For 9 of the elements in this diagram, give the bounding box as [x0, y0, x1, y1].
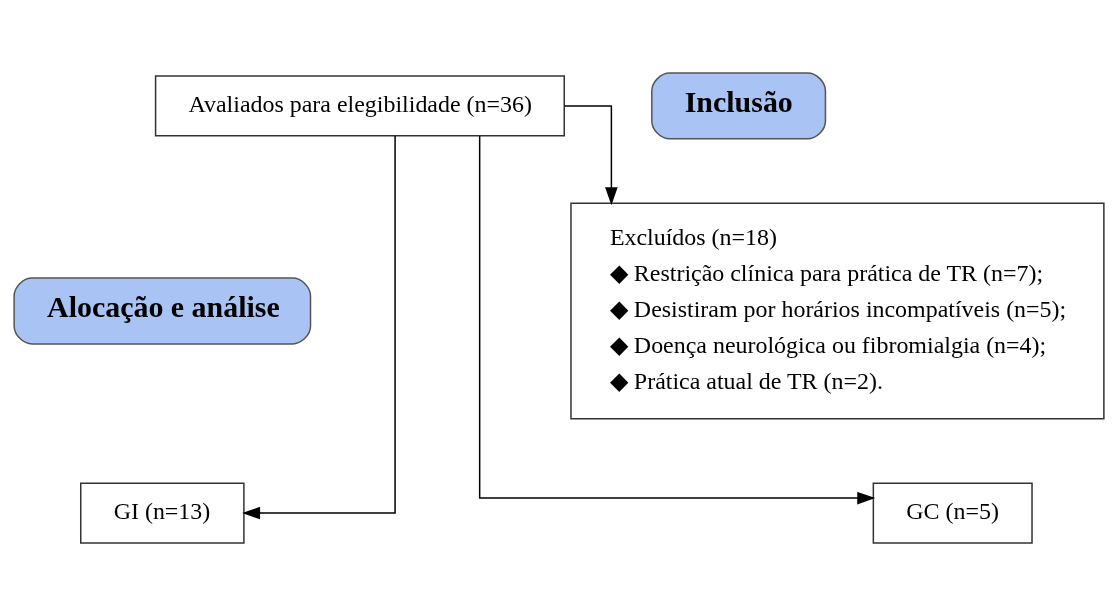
node-box: Excluídos (n=18) ◆ Restrição clínica para prática de TR (n=7); ◆ Desistiram por horários incompatíveis (n=5); ◆ Doença neurológica ou fibromialgia (n=4); ◆ Prática atual de TR (n=2). [570, 202, 1105, 420]
arrow [242, 135, 396, 520]
node-box: GC (n=5) [872, 482, 1033, 544]
arrow [563, 105, 618, 206]
node-box: Avaliados para elegibilidade (n=36) [154, 75, 565, 137]
node-box: Inclusão [651, 72, 827, 140]
node-box: Alocação e análise [13, 277, 312, 345]
arrow [478, 135, 876, 505]
node-box: GI (n=13) [80, 482, 245, 544]
